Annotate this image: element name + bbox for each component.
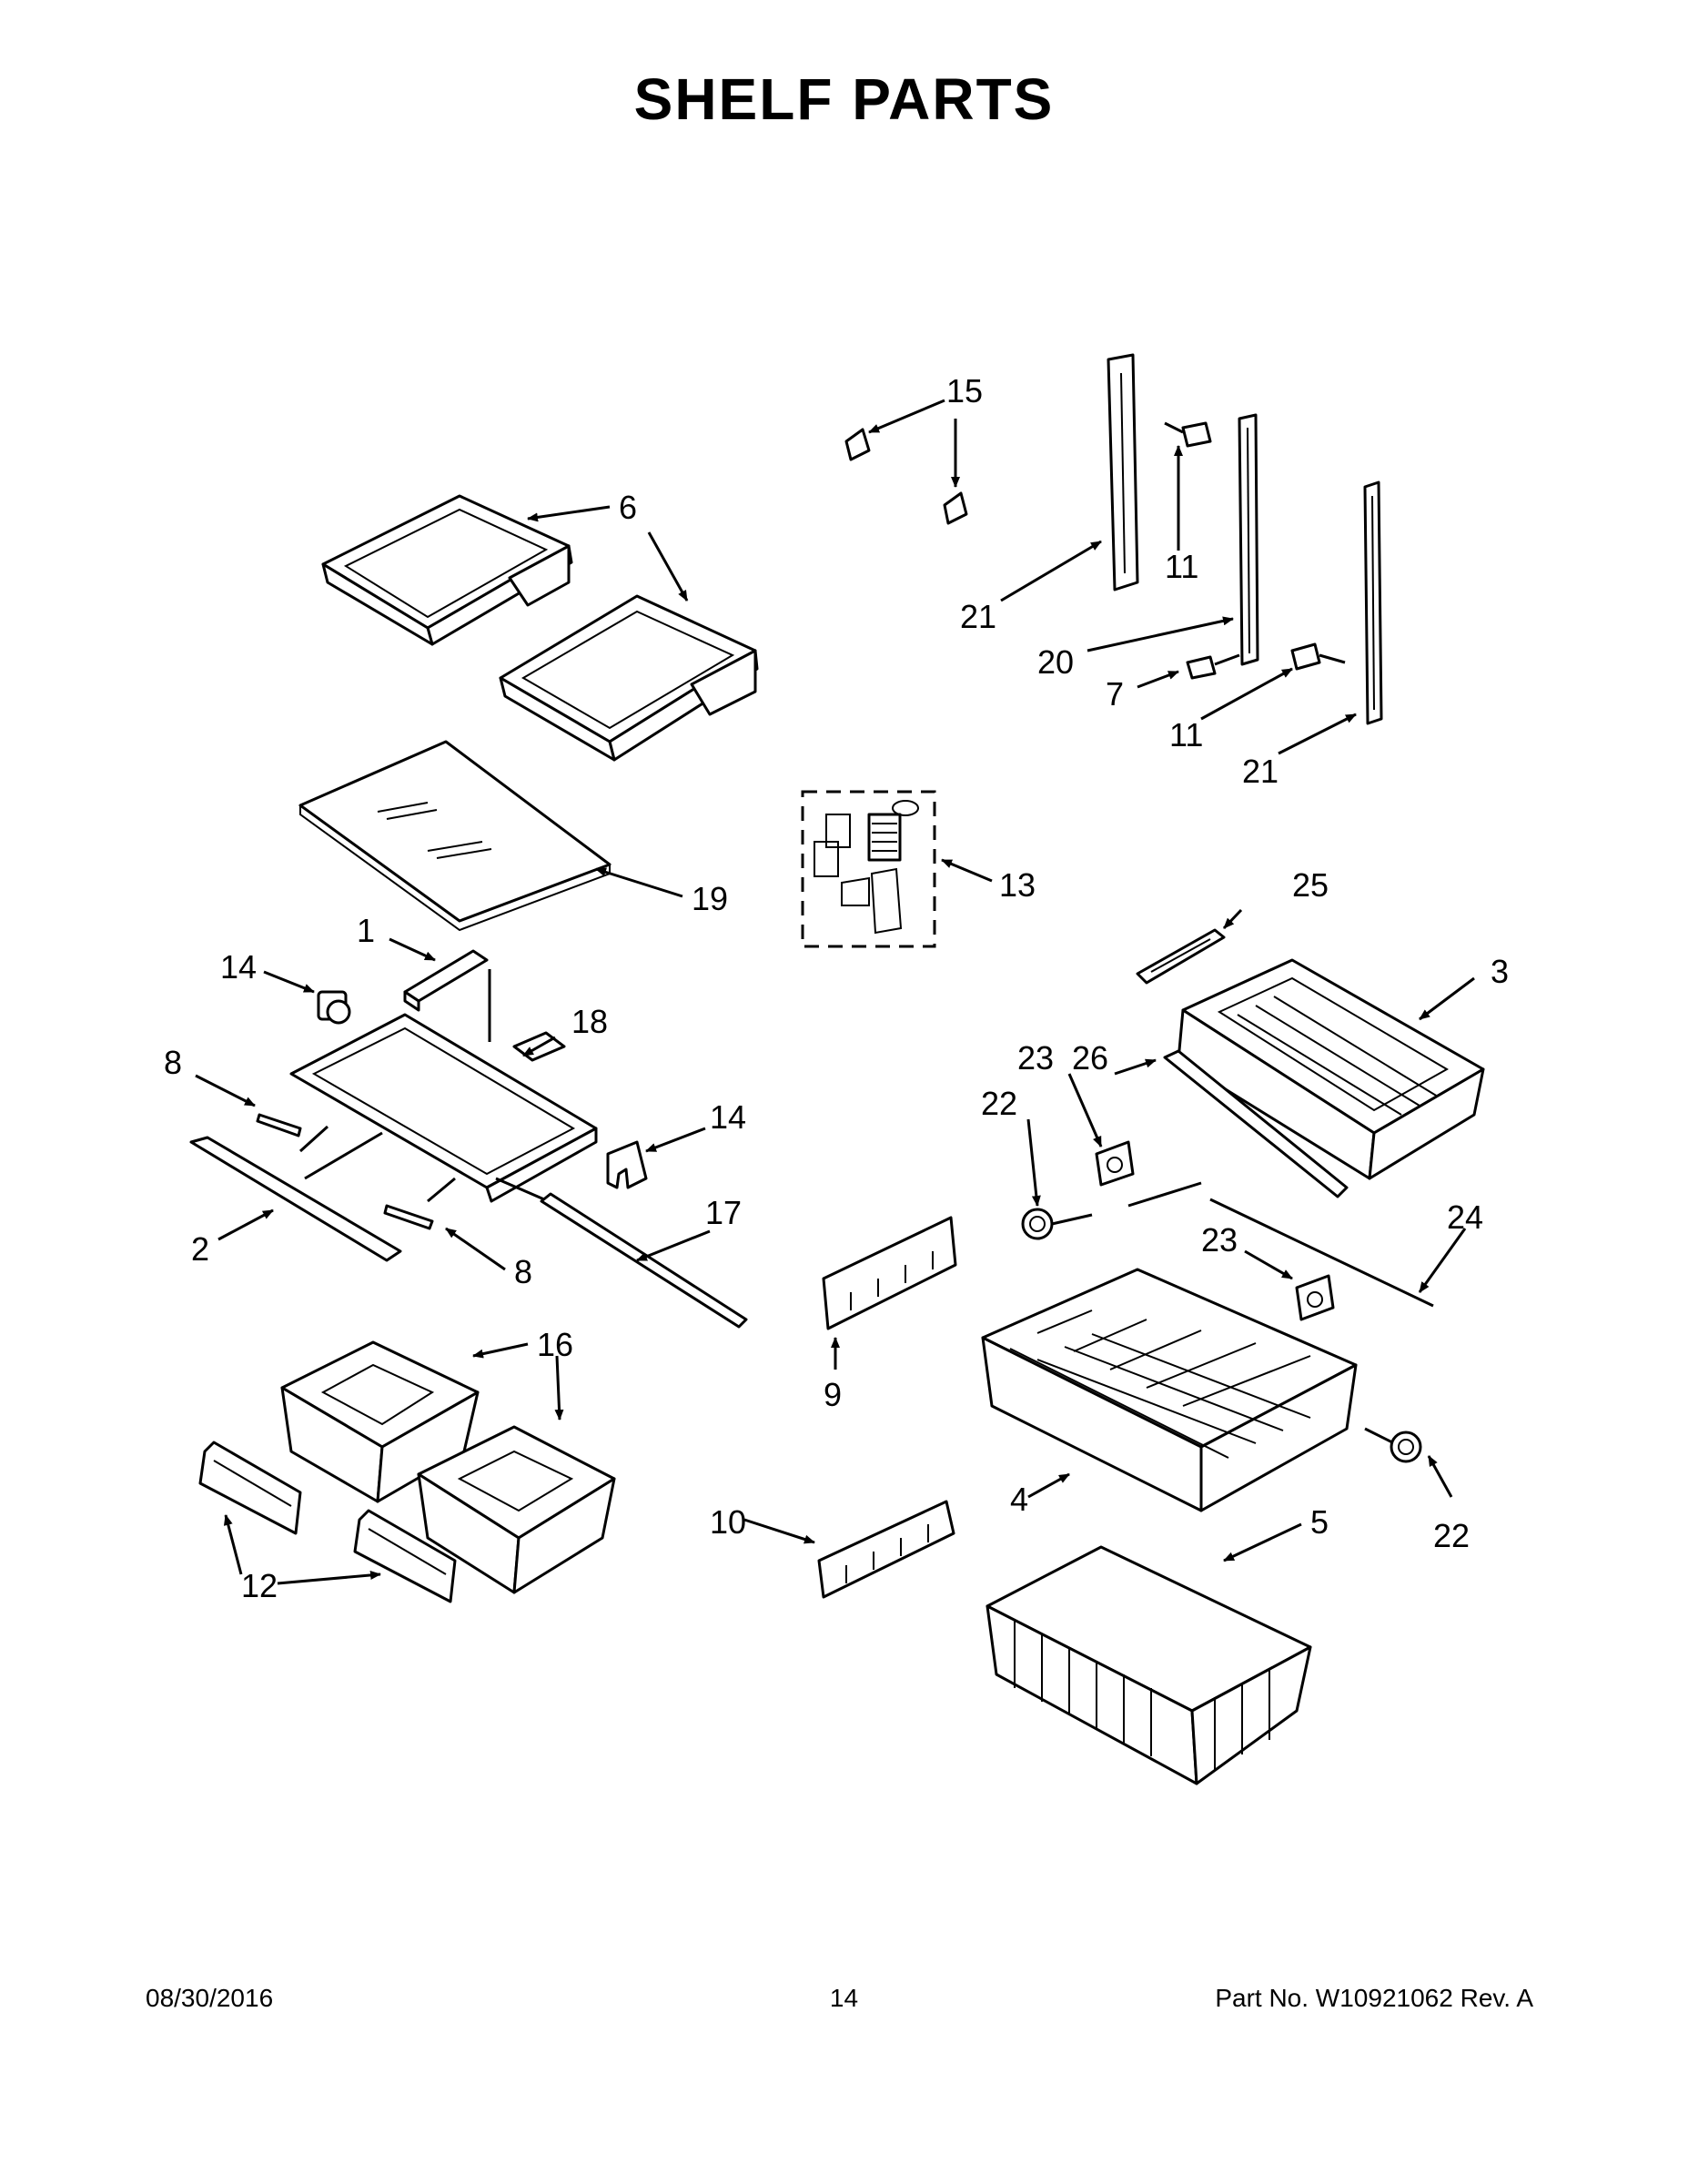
- callout-2: 2: [191, 1230, 209, 1268]
- callout-5: 5: [1310, 1503, 1329, 1541]
- callout-16: 16: [537, 1326, 573, 1363]
- screw-part-11b: [1290, 642, 1346, 671]
- callout-4: 4: [1010, 1481, 1028, 1518]
- door-shelf-part-6b: [499, 594, 759, 762]
- crisper-drawer-part-16a: [280, 1340, 480, 1503]
- callout-22b: 22: [1433, 1517, 1470, 1554]
- glass-shelf-part-19: [298, 740, 612, 932]
- shelf-clip-part-14a: [317, 990, 351, 1025]
- wire-basket-part-5: [986, 1545, 1312, 1785]
- callout-25: 25: [1292, 866, 1329, 904]
- callout-7: 7: [1106, 675, 1124, 713]
- callout-14a: 14: [220, 948, 257, 986]
- trim-part-26: [1163, 1049, 1349, 1198]
- callout-9: 9: [824, 1376, 842, 1413]
- rail-part-21a: [1107, 353, 1139, 592]
- callout-23a: 23: [1017, 1039, 1054, 1077]
- front-trim-part-2: [189, 1131, 402, 1262]
- callout-arrows: [195, 399, 1475, 1585]
- callout-12: 12: [241, 1567, 278, 1604]
- clip-part-15b: [943, 491, 968, 525]
- callout-11b: 11: [1169, 716, 1203, 753]
- screw-part-7: [1186, 653, 1240, 680]
- shelf-clip-part-14b: [606, 1140, 648, 1189]
- callout-6: 6: [619, 489, 637, 526]
- slide-support-part-23b: [1295, 1274, 1335, 1321]
- clip-part-15a: [844, 428, 871, 461]
- callout-23b: 23: [1201, 1221, 1238, 1259]
- callout-labels: 15 6 11 21 20 7 11 21 19 13 25 1 14 3 18…: [164, 372, 1509, 1604]
- page-title: SHELF PARTS: [633, 66, 1055, 132]
- callout-19: 19: [692, 880, 728, 917]
- trim-part-25: [1136, 928, 1226, 985]
- deli-drawer-part-3: [1177, 958, 1485, 1180]
- gear-part-22a: [1021, 1208, 1093, 1240]
- crisper-drawer-part-16b: [417, 1425, 616, 1594]
- door-shelf-part-6a: [321, 494, 573, 646]
- footer-part-number: Part No. W10921062 Rev. A: [1215, 1984, 1533, 2012]
- callout-8b: 8: [514, 1253, 532, 1290]
- callout-3: 3: [1491, 953, 1509, 990]
- callout-26: 26: [1072, 1039, 1108, 1077]
- callout-11a: 11: [1165, 548, 1198, 585]
- slide-part-8a: [256, 1113, 329, 1153]
- callout-17: 17: [705, 1194, 742, 1231]
- shelf-frame-part-18: [289, 1013, 598, 1203]
- callout-24: 24: [1447, 1198, 1483, 1236]
- divider-part-9: [822, 1216, 957, 1330]
- wire-basket-part-4: [981, 1268, 1358, 1512]
- drawer-cover-part-12a: [198, 1441, 302, 1535]
- callout-14b: 14: [710, 1098, 746, 1136]
- footer-page-number: 14: [829, 1984, 859, 2012]
- divider-part-10: [817, 1500, 955, 1599]
- rod-part-24: [1127, 1181, 1434, 1308]
- slide-support-part-23a: [1095, 1140, 1135, 1187]
- rail-part-21b: [1363, 480, 1383, 725]
- callout-21b: 21: [1242, 753, 1279, 790]
- callout-15: 15: [946, 372, 983, 410]
- callout-1: 1: [357, 912, 375, 949]
- screw-part-11a: [1164, 421, 1212, 448]
- rail-part-20: [1238, 413, 1259, 666]
- callout-10: 10: [710, 1503, 746, 1541]
- footer-date: 08/30/2016: [146, 1984, 274, 2012]
- gear-part-22b: [1364, 1427, 1422, 1463]
- callout-22a: 22: [981, 1085, 1017, 1122]
- callout-18: 18: [571, 1003, 608, 1040]
- callout-8a: 8: [164, 1044, 182, 1081]
- drawer-cover-part-12b: [353, 1509, 457, 1603]
- callout-21a: 21: [960, 598, 996, 635]
- parts-kit-part-13: [801, 790, 936, 948]
- slide-part-8b: [383, 1177, 456, 1230]
- shelf-slide-part-1: [403, 949, 491, 1042]
- callout-13: 13: [999, 866, 1036, 904]
- callout-20: 20: [1037, 643, 1074, 681]
